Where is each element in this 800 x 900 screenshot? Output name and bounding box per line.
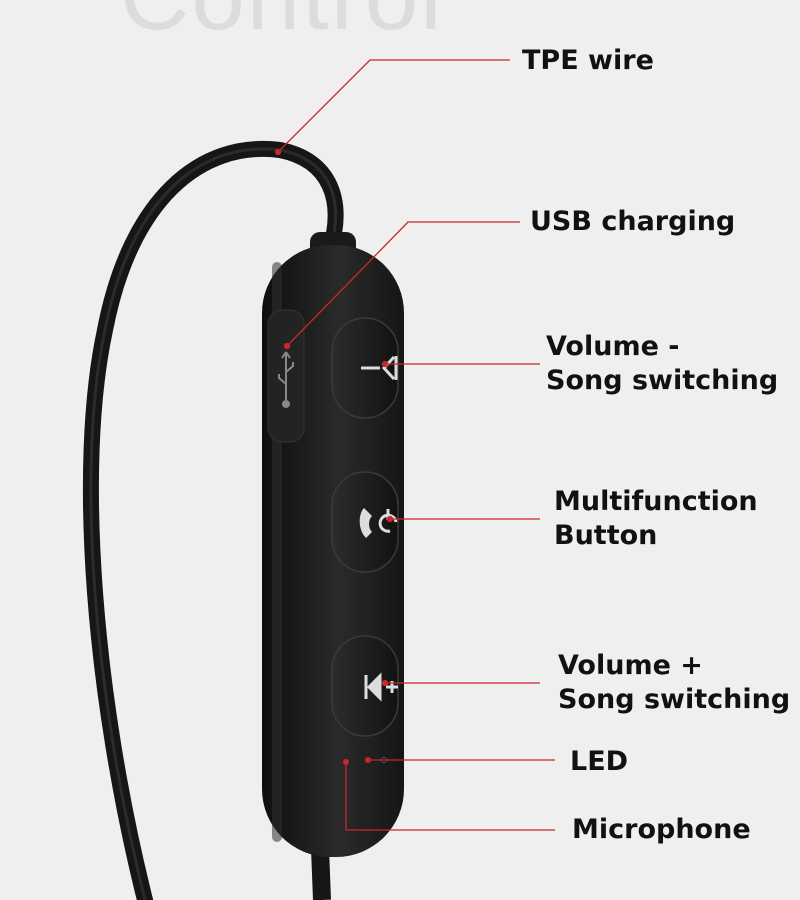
label-volume-minus-line1: Volume -	[546, 331, 680, 362]
volume-plus-icon	[364, 672, 398, 702]
label-multifunction: Multifunction Button	[554, 485, 758, 553]
label-microphone-text: Microphone	[572, 814, 751, 845]
callout-line-mic	[345, 762, 555, 831]
label-tpe-text: TPE wire	[522, 45, 654, 76]
label-volume-minus-line2: Song switching	[546, 365, 779, 396]
label-usb-text: USB charging	[530, 206, 736, 237]
label-tpe-wire: TPE wire	[522, 44, 654, 78]
label-led-text: LED	[570, 746, 629, 777]
tpe-cable	[82, 140, 344, 900]
callout-lines	[274, 59, 555, 831]
usb-icon	[278, 351, 294, 408]
label-volume-plus-line1: Volume +	[558, 650, 703, 681]
label-volume-plus: Volume + Song switching	[558, 649, 790, 717]
label-multifunction-line2: Button	[554, 520, 658, 551]
volume-minus-icon	[361, 355, 398, 381]
label-microphone: Microphone	[572, 813, 751, 847]
label-led: LED	[570, 745, 628, 779]
label-multifunction-line1: Multifunction	[554, 486, 758, 517]
label-volume-plus-line2: Song switching	[558, 684, 791, 715]
label-usb-charging: USB charging	[530, 205, 735, 239]
callout-line-tpe	[277, 59, 510, 153]
label-volume-minus: Volume - Song switching	[546, 330, 778, 398]
callout-line-usb	[286, 221, 520, 347]
background-word: Control	[120, 0, 443, 52]
